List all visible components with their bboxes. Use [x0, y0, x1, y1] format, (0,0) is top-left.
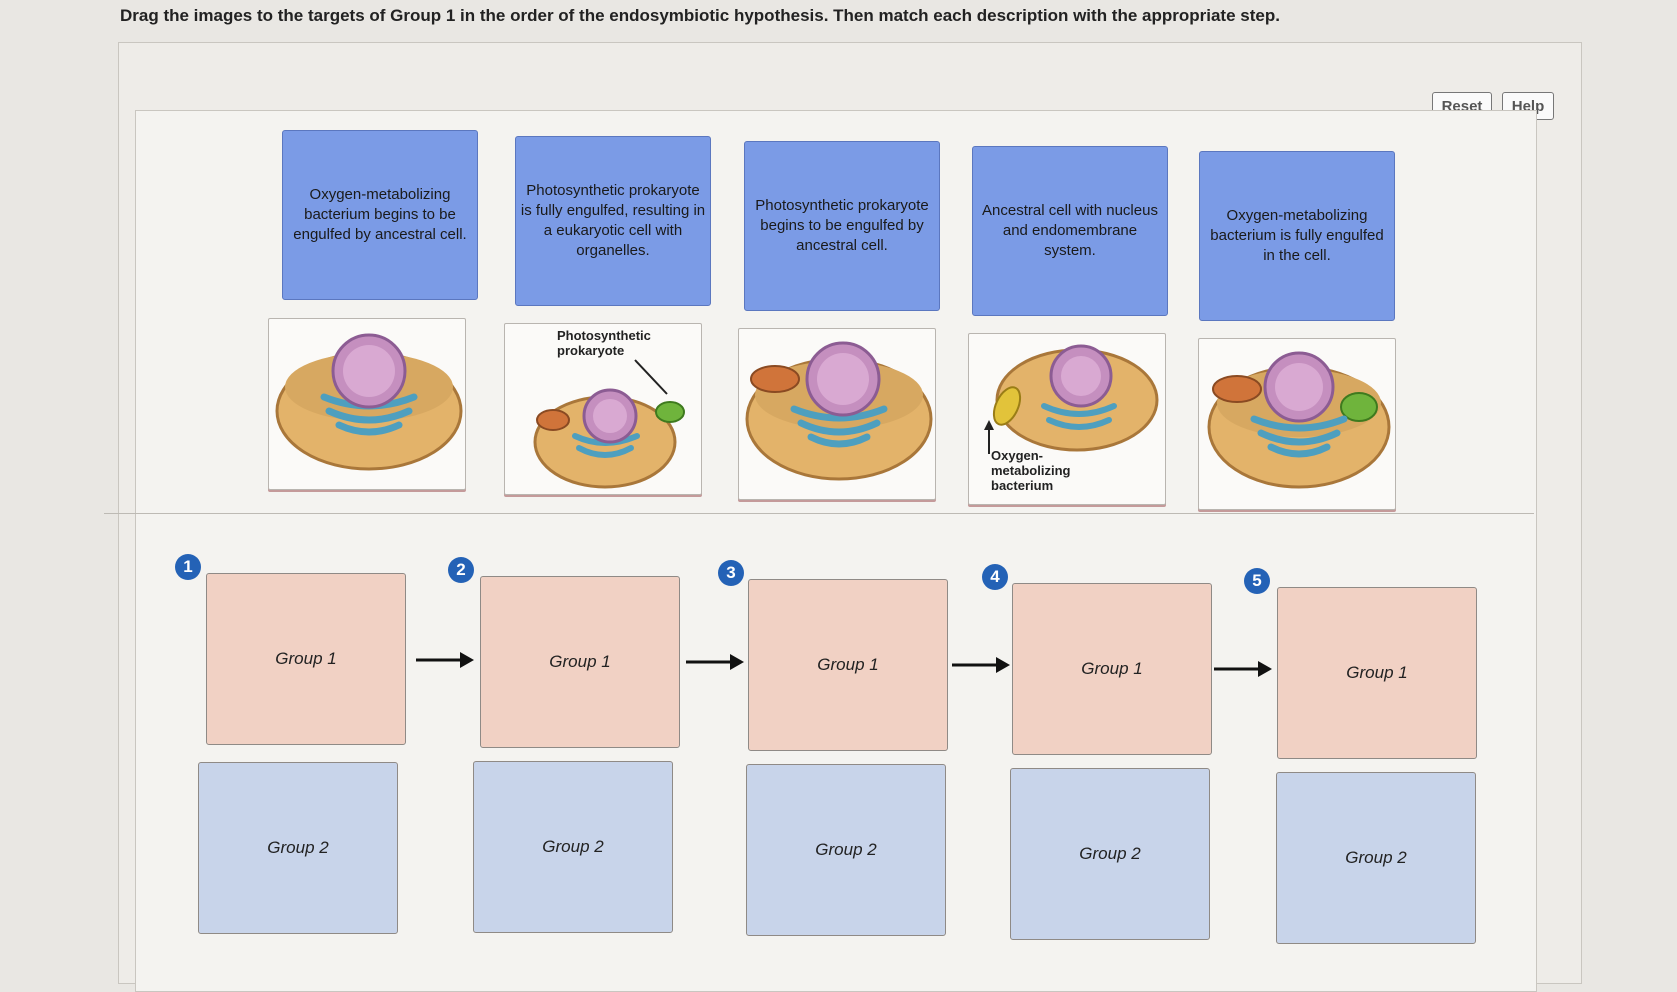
photosynthetic-prokaryote-engulfing-icon: [533, 359, 685, 489]
image-card-2[interactable]: Photosynthetic prokaryote: [504, 323, 702, 495]
description-card-3[interactable]: Photosynthetic prokaryote begins to be e…: [744, 141, 940, 311]
arrow-icon: [686, 654, 744, 670]
ancestral-cell-icon: [275, 333, 463, 471]
step-number-3: 3: [718, 560, 744, 586]
group1-target-1[interactable]: Group 1: [206, 573, 406, 745]
group2-target-3[interactable]: Group 2: [746, 764, 946, 936]
image-card-5[interactable]: [1198, 338, 1396, 510]
group1-target-2[interactable]: Group 1: [480, 576, 680, 748]
step-number-4: 4: [982, 564, 1008, 590]
group1-target-4[interactable]: Group 1: [1012, 583, 1212, 755]
instructions-text: Drag the images to the targets of Group …: [120, 6, 1280, 25]
step-number-2: 2: [448, 557, 474, 583]
arrow-icon: [1214, 661, 1272, 677]
description-card-1[interactable]: Oxygen-metabolizing bacterium begins to …: [282, 130, 478, 300]
group2-target-2[interactable]: Group 2: [473, 761, 673, 933]
group1-target-3[interactable]: Group 1: [748, 579, 948, 751]
description-card-4[interactable]: Ancestral cell with nucleus and endomemb…: [972, 146, 1168, 316]
image-card-4[interactable]: Oxygen-metabolizing bacterium: [968, 333, 1166, 505]
cell-with-mitochondrion-icon: [745, 341, 933, 481]
description-card-2[interactable]: Photosynthetic prokaryote is fully engul…: [515, 136, 711, 306]
description-card-5[interactable]: Oxygen-metabolizing bacterium is fully e…: [1199, 151, 1395, 321]
image-caption-2: Photosynthetic prokaryote: [557, 328, 651, 358]
source-target-divider: [104, 513, 1534, 514]
group2-target-4[interactable]: Group 2: [1010, 768, 1210, 940]
image-card-1[interactable]: [268, 318, 466, 490]
arrow-icon: [952, 657, 1010, 673]
image-caption-4: Oxygen-metabolizing bacterium: [991, 448, 1071, 493]
arrow-icon: [416, 652, 474, 668]
step-number-5: 5: [1244, 568, 1270, 594]
group2-target-5[interactable]: Group 2: [1276, 772, 1476, 944]
image-card-3[interactable]: [738, 328, 936, 500]
step-number-1: 1: [175, 554, 201, 580]
eukaryotic-cell-with-chloroplast-icon: [1207, 351, 1391, 489]
group1-target-5[interactable]: Group 1: [1277, 587, 1477, 759]
group2-target-1[interactable]: Group 2: [198, 762, 398, 934]
oxygen-bacterium-engulfing-icon: [984, 344, 1159, 454]
